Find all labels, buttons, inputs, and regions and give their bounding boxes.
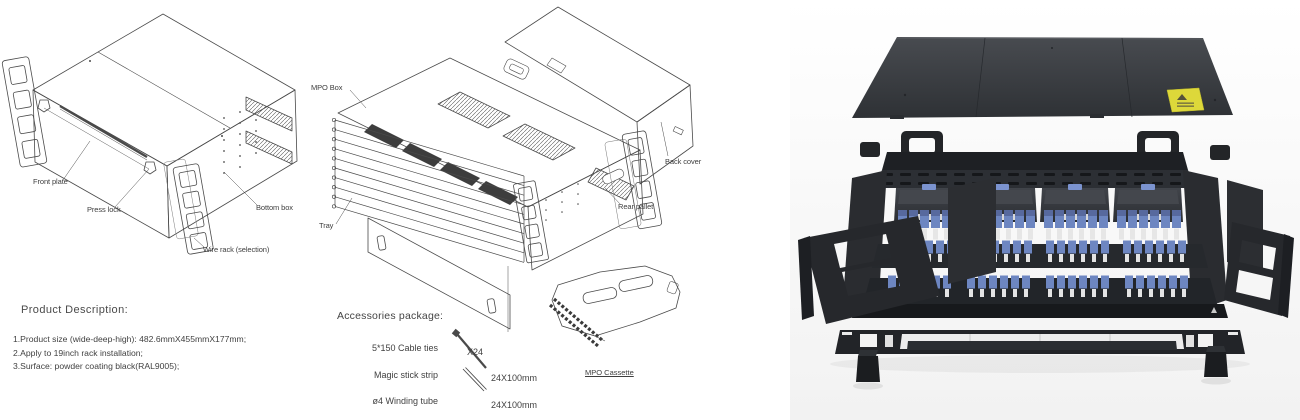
product-description-title: Product Description:: [21, 304, 129, 316]
chassis-line-drawing: [1, 13, 298, 255]
accessory-name: ø4 Winding tube: [372, 396, 438, 406]
rear-pallet-ear: [621, 130, 663, 230]
accessory-spec: 24X100mm: [491, 373, 538, 383]
accessory-name: 5*150 Cable ties: [371, 343, 438, 353]
bottom-box-shelves: [223, 96, 293, 174]
back-cover-label: Back cover: [665, 157, 702, 166]
bottom-clip-right: [1201, 346, 1231, 385]
bottom-box-label: Bottom box: [256, 203, 293, 212]
front-ear: [513, 180, 549, 264]
mount-bracket-left: [798, 178, 996, 324]
mount-bracket-right: [1224, 180, 1294, 318]
product-description-item: 3.Surface: powder coating black(RAL9005)…: [13, 361, 180, 371]
accessories-title: Accessories package:: [337, 310, 444, 322]
exploded-line-drawing: [331, 6, 694, 392]
press-lock-bar: [37, 99, 157, 175]
leader-lines: [335, 89, 669, 225]
chassis-box: [32, 13, 298, 239]
front-plate-part: [367, 217, 511, 332]
accessory-spec: X24: [467, 347, 484, 357]
chassis-handle: [503, 58, 530, 80]
side-clip-top-left: [860, 142, 880, 157]
rack-ear-left: [1, 56, 48, 168]
front-plate-label: Front plate: [33, 177, 68, 186]
wire-rack-ear: [172, 163, 214, 255]
accessory-name: Magic stick strip: [373, 370, 438, 380]
front-label-bar: [835, 330, 1245, 354]
wire-rack-ear-back: [163, 158, 199, 240]
product-description-item: 2.Apply to 19inch rack installation;: [13, 348, 143, 358]
accessory-spec: 24X100mm: [491, 400, 538, 410]
press-lock-label: Press lock: [87, 205, 121, 214]
tray-stack: [331, 117, 525, 263]
mpo-cassette-label: MPO Cassette: [585, 368, 634, 377]
product-3d-render: [790, 0, 1300, 420]
exploded-chassis: [337, 57, 663, 271]
leader-lines: [62, 140, 258, 248]
warning-label: [1166, 87, 1205, 113]
rear-pallet-label: Rear pallet: [618, 202, 654, 211]
side-clip-top-right: [1210, 145, 1230, 160]
product-description-item: 1.Product size (wide-deep-high): 482.6mm…: [13, 334, 247, 344]
tray-label: Tray: [319, 221, 334, 230]
bottom-clip-left: [853, 350, 883, 390]
mpo-cassette-drawing: [548, 265, 681, 348]
back-cover-part: [504, 6, 694, 185]
magic-stick-icon: [462, 367, 487, 392]
wire-rack-label: Wire rack (selection): [203, 245, 270, 254]
mpo-connector-blocks: [364, 124, 518, 205]
top-cover: [852, 37, 1233, 119]
chassis-assembly: [843, 131, 1230, 318]
cable-tie-icon: [451, 328, 487, 369]
rivet-dots: [223, 111, 257, 174]
mpo-box-label: MPO Box: [311, 83, 343, 92]
